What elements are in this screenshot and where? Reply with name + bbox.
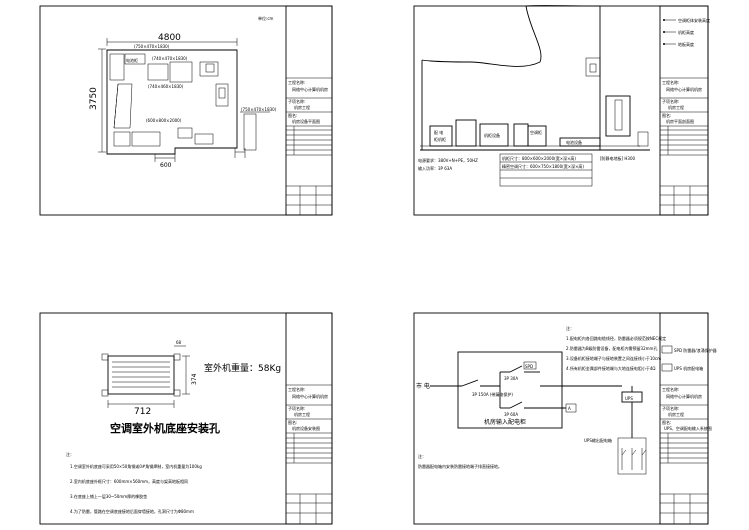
ups-dim: (600×800×2000): [146, 118, 182, 123]
dim-374: 374: [191, 373, 198, 385]
panel-label: 机房输入配电柜: [484, 418, 526, 426]
dim-height: 3750: [89, 87, 99, 110]
project-label: 工程名称:: [288, 386, 305, 392]
sub-name: 机房工程: [294, 104, 310, 110]
notes-title: 注：: [566, 325, 574, 331]
svg-text:柜机柜: 柜机柜: [434, 136, 446, 142]
ac-base-title: 空调室外机底座安装孔: [110, 421, 220, 435]
sheet-ac-base: 工程名称: 网络中心计算机机房 子项名称: 机房工程 图名: 机房设备安装图 7…: [39, 312, 333, 525]
legend-2: 地板高度: [678, 41, 694, 47]
drawing-label: 图名:: [288, 419, 297, 425]
note-3: 4.为了防雷，管路在空调底座接地后面穿墙接地，孔洞尺寸为Φ80mm: [70, 508, 194, 514]
ac-base-frame: [107, 355, 175, 395]
project-name: 网络中心计算机机房: [292, 393, 328, 399]
sheet-border: [39, 312, 333, 525]
legend-2: UPS 机房配电箱: [674, 365, 703, 371]
legend-1: SPD 防雷器/浪涌保护器: [674, 347, 717, 353]
note-0: 电源要求：380V+N+PE，50HZ: [418, 157, 478, 163]
sub-label: 子项名称:: [662, 98, 679, 104]
scale-note: 单位:cm: [258, 15, 274, 21]
box-note-1: 机柜尺寸：800×600×2000(宽×深×高): [502, 155, 576, 161]
title-block: [285, 312, 333, 525]
dist-box: [429, 125, 453, 147]
dim-68: 68: [176, 340, 182, 345]
legend-0: 空调柜体安装高度: [678, 17, 710, 23]
project-name: 网络中心计算机机房: [666, 86, 702, 92]
ups-out-box: [617, 437, 647, 475]
note-0: 1.空调室外机底座可采用50×50角钢或0#角钢焊制，室内机重量为100kg: [70, 463, 202, 469]
breaker-3: 3P 60A: [504, 412, 518, 417]
note-2: 3.在底座上铺上一层30~50mm厚的橡胶垫: [70, 493, 147, 499]
sheet-power: 工程名称: 网络中心计算机机房 子项名称: 机房工程 图名: UPS、空调配电输…: [413, 312, 717, 525]
ups-label: UPS: [625, 396, 633, 401]
battery-label: 电池设备: [566, 139, 582, 145]
spd-box: SPD: [525, 364, 533, 369]
floor-note: [防静电地板] H300: [600, 155, 635, 161]
sub-label: 子项名称:: [662, 405, 679, 411]
breaker-2: 3P 30A: [504, 376, 518, 381]
sub-label: 子项名称:: [288, 405, 305, 411]
project-name: 网络中心计算机机房: [666, 393, 702, 399]
sub-name: 机房工程: [668, 104, 684, 110]
svg-text:A: A: [568, 406, 571, 411]
footer-note-title: 注：: [418, 453, 426, 459]
rack-dim: (740×470×1830): [152, 56, 188, 61]
sub-name: 机房工程: [294, 411, 310, 417]
drawing-label: 图名:: [662, 419, 671, 425]
drawing-name: 机房平面剖面图: [666, 118, 694, 124]
dim-width: 4800: [158, 33, 181, 43]
sheet-border: [413, 5, 709, 216]
drawing-name: UPS、空调配电输入系统图: [664, 425, 712, 431]
project-label: 工程名称:: [288, 79, 305, 85]
drawing-name: 机房设备平面图: [292, 118, 320, 124]
drawing-name: 机房设备安装图: [292, 425, 320, 431]
sheet-border: [39, 5, 333, 216]
sub-label: 子项名称:: [288, 98, 305, 104]
project-label: 工程名称:: [662, 79, 679, 85]
title-block: [285, 5, 333, 216]
rack-label: 机柜设备: [484, 132, 500, 138]
drawing-label: 图名:: [662, 112, 671, 118]
room-outline: [106, 49, 238, 155]
project-name: 网络中心计算机机房: [292, 86, 328, 92]
ac-dim: (750×470×1830): [134, 44, 170, 49]
mains-label: 市 电: [416, 382, 430, 390]
input-panel: [457, 351, 563, 429]
sheet-elevation: 工程名称: 网络中心计算机机房 子项名称: 机房工程 图名: 机房平面剖面图 空…: [413, 5, 710, 216]
dist-cabinet: [109, 53, 125, 81]
note-0: 1.配电柜内各回路电缆线径，防雷器必须规范按NEC规定: [566, 335, 666, 341]
dim-600: 600: [160, 162, 172, 169]
outdoor-unit: [243, 113, 257, 151]
title-block: [659, 312, 709, 525]
svg-text:空调柜: 空调柜: [530, 129, 542, 135]
dim-712: 712: [134, 407, 151, 417]
curve-wall: [421, 5, 542, 67]
legend-1: 机柜高度: [678, 29, 694, 35]
note-3: 4.所有机柜金属部件接地端与大地连接电阻小于4Ω: [566, 365, 655, 371]
project-label: 工程名称:: [662, 386, 679, 392]
rack-dim2: (740×460×1830): [148, 84, 184, 89]
svg-text:配 电: 配 电: [434, 129, 443, 135]
sheet-floor-plan: 工程名称: 网络中心计算机机房 子项名称: 机房工程 图名: 机房设备平面图 单…: [39, 5, 333, 216]
notes-title: 注：: [66, 451, 74, 457]
svg-text:电池柜: 电池柜: [126, 57, 138, 63]
title-block: [659, 5, 709, 216]
box-note-2: 精密空调尺寸：600×750×1800(宽×深×高): [502, 163, 584, 169]
note-1: 2.防雷器为B级防雷设备，配电柜内需预留32mm孔: [566, 345, 657, 351]
note-2: 3.设备机柜接地端子与接地装置之间连接线小于10cm: [566, 355, 661, 361]
footer-note: 防雷器配电箱内安装防雷接地端子排直接接地。: [418, 463, 502, 469]
breaker-1: 3P 150A (带漏电保护): [472, 391, 513, 397]
svg-text:(750×470×1830): (750×470×1830): [241, 107, 277, 112]
drawing-label: 图名:: [288, 112, 297, 118]
note-1: 2.室内机底座外框尺寸：600mm×560mm，高度与架高地板相同: [70, 478, 188, 484]
note-1: 输入功率：3P 63A: [418, 165, 452, 171]
ups-out-label: UPS输出配电箱: [584, 437, 612, 443]
sub-name: 机房工程: [668, 411, 684, 417]
weight: 室外机重量：58Kg: [204, 362, 281, 374]
